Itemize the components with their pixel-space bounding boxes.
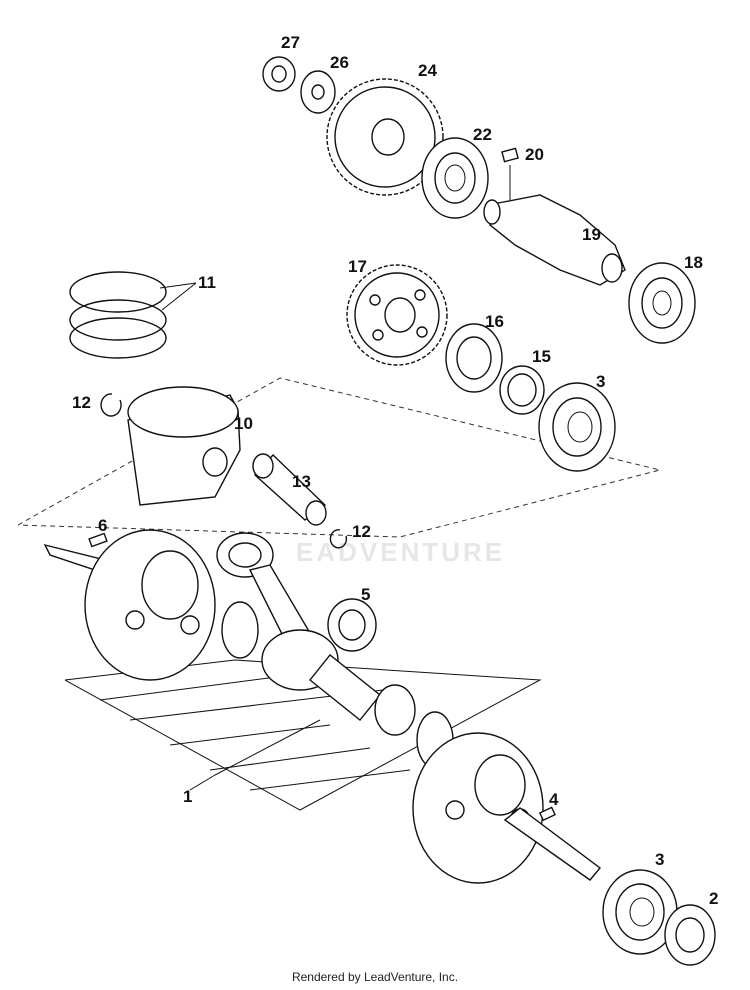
callout-13: 13	[292, 472, 311, 491]
callout-20: 20	[525, 145, 544, 164]
callout-labels: 27 26 24 22 20 19 18 17 11 16 15 3 12 10…	[72, 33, 718, 908]
nut-27[interactable]	[262, 56, 296, 92]
needle-bearing-lower[interactable]	[374, 684, 416, 736]
callout-6: 6	[98, 516, 107, 535]
crank-web-right[interactable]	[412, 732, 602, 884]
lock-washer-26[interactable]	[300, 70, 336, 114]
balancer-shaft-19[interactable]	[483, 194, 626, 286]
callout-27: 27	[281, 33, 300, 52]
circlip-12-lower[interactable]	[329, 529, 348, 549]
callout-4: 4	[549, 790, 559, 809]
crank-web-left[interactable]	[43, 529, 216, 681]
callout-26: 26	[330, 53, 349, 72]
footer-credit: Rendered by LeadVenture, Inc.	[291, 970, 459, 984]
callout-3-upper: 3	[596, 372, 605, 391]
bearing-3-upper[interactable]	[538, 382, 616, 472]
callout-15: 15	[532, 347, 551, 366]
callout-22: 22	[473, 125, 492, 144]
bearing-22[interactable]	[421, 137, 489, 219]
gear-17[interactable]	[346, 264, 448, 366]
callout-3-lower: 3	[655, 850, 664, 869]
callout-12-upper: 12	[72, 393, 91, 412]
gear-24[interactable]	[326, 78, 444, 196]
callout-17: 17	[348, 257, 367, 276]
piston-10[interactable]	[127, 386, 241, 506]
callout-2: 2	[709, 889, 718, 908]
callout-19: 19	[582, 225, 601, 244]
callout-1: 1	[183, 787, 192, 806]
callout-11: 11	[198, 273, 216, 292]
callout-18: 18	[684, 253, 703, 272]
bush-15[interactable]	[499, 365, 545, 415]
seal-2[interactable]	[664, 904, 716, 966]
piston-rings-11[interactable]	[69, 271, 167, 359]
key-20[interactable]	[501, 147, 519, 163]
piston-pin-13[interactable]	[252, 453, 327, 526]
key-4[interactable]	[538, 806, 556, 822]
thrust-washer-left[interactable]	[221, 601, 259, 659]
needle-bearing-5[interactable]	[327, 598, 377, 652]
bearing-3-lower[interactable]	[602, 869, 678, 955]
callout-12-lower: 12	[352, 522, 371, 541]
callout-24: 24	[418, 61, 437, 80]
bearing-16[interactable]	[445, 323, 503, 393]
leader-lines	[159, 165, 511, 791]
callout-10: 10	[234, 414, 253, 433]
callout-5: 5	[361, 585, 370, 604]
callout-16: 16	[485, 312, 504, 331]
bearing-18[interactable]	[628, 262, 696, 344]
circlip-12-upper[interactable]	[100, 393, 122, 417]
key-6[interactable]	[88, 532, 108, 548]
